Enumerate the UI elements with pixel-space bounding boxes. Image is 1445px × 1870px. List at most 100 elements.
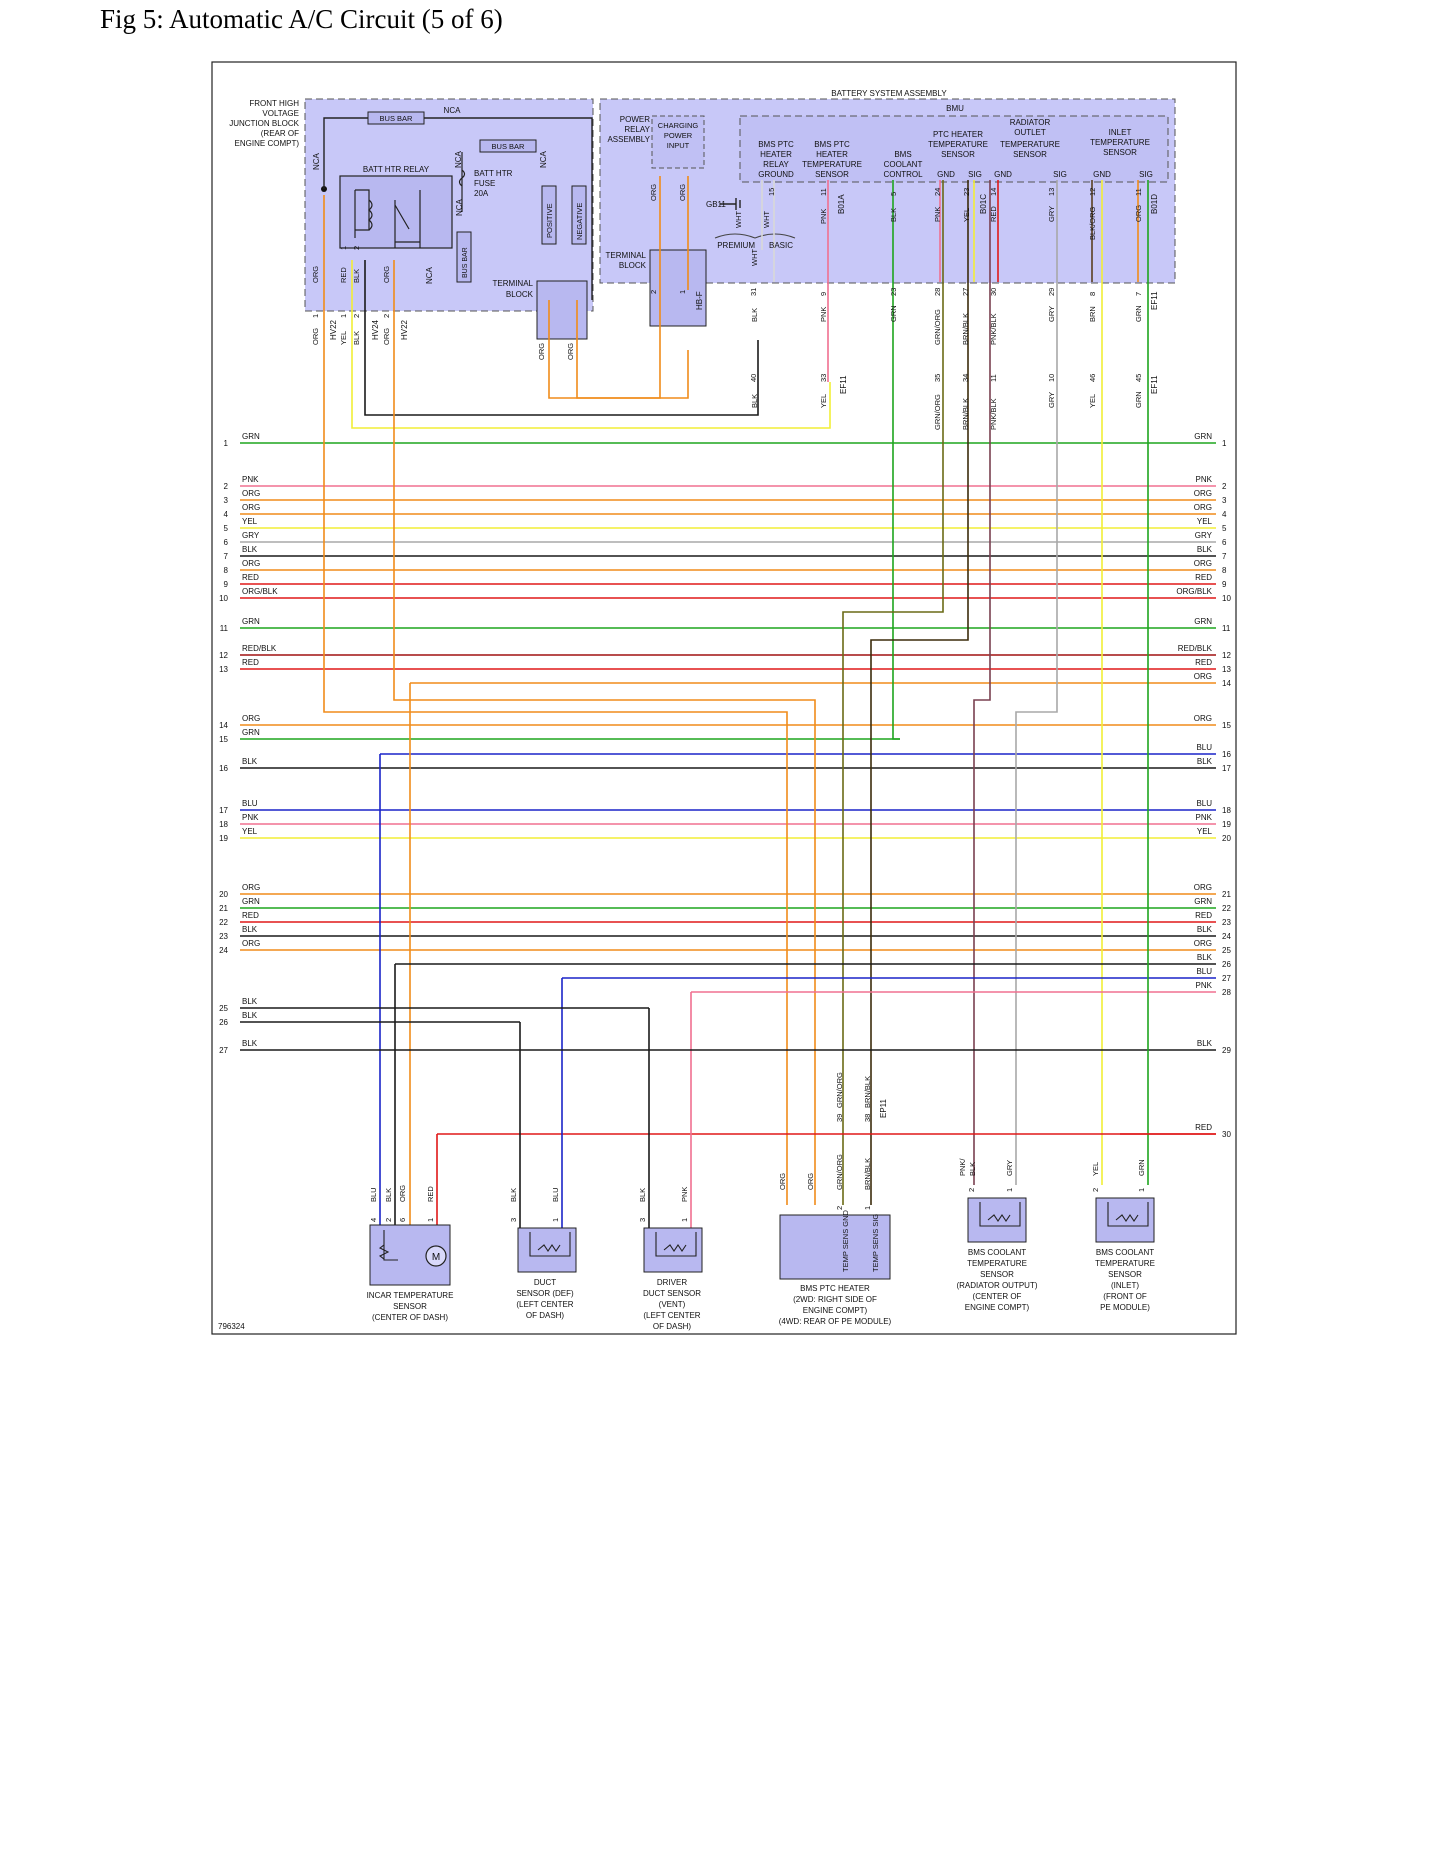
nca-v1: NCA: [312, 152, 321, 170]
incar-sensor-box: [369, 1224, 451, 1286]
right-circuit-number: 24: [1222, 932, 1231, 941]
pin-number: 9: [819, 292, 828, 296]
wire-color-label: BLK: [352, 331, 361, 345]
right-circuit-number: 20: [1222, 834, 1231, 843]
ptc-gnd-2: HEATER: [760, 150, 792, 159]
pin-number: 30: [989, 288, 998, 296]
right-circuit-color: BLU: [1196, 743, 1212, 752]
ptc-heater-4: (4WD: REAR OF PE MODULE): [779, 1317, 892, 1326]
wire-color-label: ORG: [311, 328, 320, 345]
right-circuit-number: 25: [1222, 946, 1231, 955]
right-circuit-number: 11: [1222, 624, 1231, 633]
wire-color-label: BLK: [509, 1188, 518, 1202]
right-circuit-number: 4: [1222, 510, 1227, 519]
ptc-heater-temp-1: PTC HEATER: [933, 130, 983, 139]
wire-color-label: RED: [989, 206, 998, 222]
left-circuit-number: 19: [219, 834, 228, 843]
coolant-ctrl-2: COOLANT: [884, 160, 923, 169]
bus-bar-mid-label: BUS BAR: [492, 142, 526, 151]
wire-color-label: BRN: [1088, 306, 1097, 322]
wire-color-label: BLK: [968, 1162, 977, 1176]
pin-number: 27: [961, 288, 970, 296]
right-circuit-number: 1: [1222, 439, 1227, 448]
wire-color-label: BLK: [384, 1188, 393, 1202]
right-circuit-number: 5: [1222, 524, 1227, 533]
left-circuit-color: GRN: [242, 432, 260, 441]
coolant-inlet-3: SENSOR: [1108, 1270, 1142, 1279]
pin-number: 28: [933, 288, 942, 296]
wire-color-label: BLK: [638, 1188, 647, 1202]
conn-ef11-b: EF11: [839, 375, 848, 394]
pin-number: 8: [1088, 292, 1097, 296]
left-circuit-color: RED: [242, 911, 259, 920]
bmu-gry-vertical: [1015, 180, 1058, 1185]
charging-2: POWER: [664, 131, 693, 140]
left-circuit-number: 9: [224, 580, 229, 589]
radiator-temp-3: TEMPERATURE: [1000, 140, 1060, 149]
left-circuit-number: 3: [224, 496, 229, 505]
left-circuit-color: BLK: [242, 925, 258, 934]
nca-v5: NCA: [425, 266, 434, 284]
temp-sens-sig-label: TEMP SENS SIG: [871, 1214, 880, 1272]
pin-number: 12: [1088, 188, 1097, 196]
prelay-1: POWER: [620, 115, 650, 124]
conn-hv22-b: HV22: [400, 319, 409, 340]
nca-v3: NCA: [539, 150, 548, 168]
terminal-block-left-1: TERMINAL: [493, 279, 534, 288]
motor-label: M: [432, 1252, 440, 1263]
bmu-box: [739, 115, 1169, 183]
coolant-ctrl-3: CONTROL: [883, 170, 923, 179]
pin-number: 2: [1091, 1188, 1100, 1192]
right-circuit-number: 3: [1222, 496, 1227, 505]
right-circuit-color: BLK: [1197, 1039, 1213, 1048]
conn-b01c: B01C: [979, 194, 988, 214]
wire-color-label: GRN: [1134, 391, 1143, 408]
jb-org2-vertical: [393, 260, 816, 1205]
right-circuit-number: 21: [1222, 890, 1231, 899]
nca-top-label: NCA: [444, 106, 462, 115]
pin-number: 10: [1047, 374, 1056, 382]
jb-line-3: JUNCTION BLOCK: [229, 119, 299, 128]
wire-color-label: PNK/: [958, 1158, 967, 1176]
left-circuit-number: 5: [224, 524, 229, 533]
duct-1: DUCT: [534, 1278, 556, 1287]
ptc-temp-4: SENSOR: [815, 170, 849, 179]
wire-color-label: BRN/BLK: [961, 398, 970, 430]
wire-color-label: BLK/ORG: [1088, 206, 1097, 240]
right-circuit-color: PNK: [1196, 475, 1213, 484]
coolant-inlet-4: (INLET): [1111, 1281, 1139, 1290]
wire-color-label: ORG: [311, 266, 320, 283]
pin-number: 3: [638, 1218, 647, 1222]
right-circuit-color: ORG: [1194, 503, 1212, 512]
left-circuit-number: 25: [219, 1004, 228, 1013]
wire-color-label: PNK: [680, 1187, 689, 1202]
conn-hv22-a: HV22: [329, 319, 338, 340]
charging-1: CHARGING: [658, 121, 699, 130]
nca-v2: NCA: [454, 150, 463, 168]
left-circuit-number: 7: [224, 552, 229, 561]
right-circuit-number: 22: [1222, 904, 1231, 913]
bmu-brnblk-vertical: [870, 180, 969, 1205]
wire-color-label: ORG: [537, 343, 546, 360]
left-circuit-number: 1: [224, 439, 229, 448]
left-circuit-color: PNK: [242, 813, 259, 822]
right-circuit-color: RED: [1195, 573, 1212, 582]
figure-id: 796324: [218, 1322, 245, 1331]
ptc-gnd-4: GROUND: [758, 170, 794, 179]
batt-htr-relay-box: [339, 175, 453, 249]
driver-1: DRIVER: [657, 1278, 687, 1287]
pin-number: 13: [1047, 188, 1056, 196]
coolant-inlet-6: PE MODULE): [1100, 1303, 1150, 1312]
right-circuit-color: RED: [1195, 658, 1212, 667]
right-circuit-number: 9: [1222, 580, 1227, 589]
left-circuit-number: 27: [219, 1046, 228, 1055]
junction-bus-line: [323, 117, 593, 300]
coolant-rad-label: BMS COOLANT TEMPERATURE SENSOR (RADIATOR…: [956, 1248, 1037, 1312]
pin-number: 1: [678, 290, 687, 294]
inlet-temp-1: INLET: [1109, 128, 1132, 137]
right-circuit-color: BLK: [1197, 925, 1213, 934]
temp-sens-gnd-label: TEMP SENS GND: [841, 1209, 850, 1272]
thermistor-symbols: [378, 1202, 1149, 1261]
wire-color-label: PNK: [933, 207, 942, 222]
pin-number: 40: [749, 374, 758, 382]
